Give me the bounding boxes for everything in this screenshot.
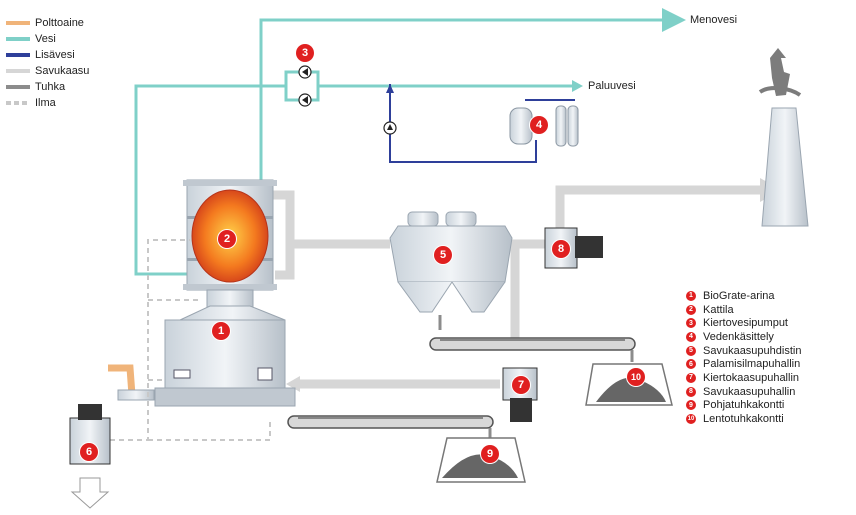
air-lines [110,239,271,441]
flue-gas-cleaner [389,211,513,313]
grate-furnace [154,305,296,407]
ash-containers [436,363,673,483]
legend-swatch [6,100,30,105]
component-label: Palamisilmapuhallin [703,358,801,371]
water-treatment-tanks [509,105,579,147]
badge-text: 10 [630,372,641,382]
component-label: Vedenkäsittely [703,330,774,343]
outflow-label: Menovesi [690,14,738,26]
legend-item-air: Ilma [6,96,56,109]
badge-cleaner: 5 [434,246,452,264]
badge-text: 7 [517,379,525,391]
legend-item-water: Vesi [6,32,56,45]
component-label: Lentotuhkakontti [703,413,784,426]
component-number: 2 [686,304,696,315]
badge-bottom-ash: 9 [481,445,499,463]
ash-conveyors [287,337,636,429]
fuel-feed-line [108,364,136,396]
legend-swatch [6,20,30,25]
component-number: 8 [686,386,696,397]
legend-item-fuel: Polttoaine [6,16,84,29]
component-number: 9 [686,400,696,411]
component-label: Kiertokaasupuhallin [703,371,800,384]
badge-text: 2 [223,233,231,245]
legend-item-ash: Tuhka [6,80,65,93]
component-item: 6 Palamisilmapuhallin [686,357,801,371]
badge-text: 9 [486,448,494,460]
badge-fly-ash: 10 [627,368,645,386]
component-item: 2 Kattila [686,303,801,317]
fuel-screw [117,389,155,401]
component-label: BioGrate-arina [703,289,775,302]
component-item: 10 Lentotuhkakontti [686,412,801,426]
component-number: 10 [686,414,696,425]
legend-item-makeup-water: Lisävesi [6,48,75,61]
component-item: 9 Pohjatuhkakontti [686,399,801,413]
badge-text: 3 [301,47,309,59]
badge-text: 4 [535,119,543,131]
legend-label: Lisävesi [35,48,75,61]
component-label: Savukaasupuhdistin [703,344,802,357]
badge-recirc-fan: 7 [512,376,530,394]
air-intake-arrow-icon [70,477,110,509]
legend-label: Vesi [35,32,56,45]
legend-swatch [6,68,30,73]
water-lines [134,8,686,276]
component-number: 5 [686,345,696,356]
component-item: 1 BioGrate-arina [686,289,801,303]
outflow-arrow-icon [668,14,680,26]
legend-label: Tuhka [35,80,66,93]
component-item: 3 Kiertovesipumput [686,316,801,330]
component-number: 3 [686,318,696,329]
recirc-arrowhead [286,376,300,392]
component-item: 4 Vedenkäsittely [686,330,801,344]
flue-gas-lines [272,185,765,389]
legend-swatch [6,84,30,89]
legend-label: Ilma [35,96,56,109]
badge-text: 1 [217,325,225,337]
component-number: 1 [686,290,696,301]
badge-water-treatment: 4 [530,116,548,134]
badge-combustion-fan: 6 [80,443,98,461]
badge-flue-fan: 8 [552,240,570,258]
component-list: 1 BioGrate-arina 2 Kattila 3 Kiertovesipump… [686,289,801,426]
badge-text: 5 [439,249,447,261]
legend-label: Savukaasu [35,64,90,77]
stack-chimney [758,48,809,227]
component-item: 7 Kiertokaasupuhallin [686,371,801,385]
legend-swatch [6,36,30,41]
badge-boiler: 2 [218,230,236,248]
return-label: Paluuvesi [588,80,636,92]
component-label: Kattila [703,303,734,316]
component-item: 8 Savukaasupuhallin [686,385,801,399]
badge-grate: 1 [212,322,230,340]
legend-item-flue-gas: Savukaasu [6,64,89,77]
badge-text: 8 [557,243,565,255]
component-label: Kiertovesipumput [703,317,788,330]
component-number: 7 [686,372,696,383]
legend-label: Polttoaine [35,16,84,29]
component-label: Pohjatuhkakontti [703,399,785,412]
component-number: 6 [686,359,696,370]
legend-swatch [6,52,30,57]
component-label: Savukaasupuhallin [703,385,796,398]
badge-pumps: 3 [296,44,314,62]
component-item: 5 Savukaasupuhdistin [686,344,801,358]
badge-text: 6 [85,446,93,458]
component-number: 4 [686,331,696,342]
return-arrow-icon [572,80,583,92]
